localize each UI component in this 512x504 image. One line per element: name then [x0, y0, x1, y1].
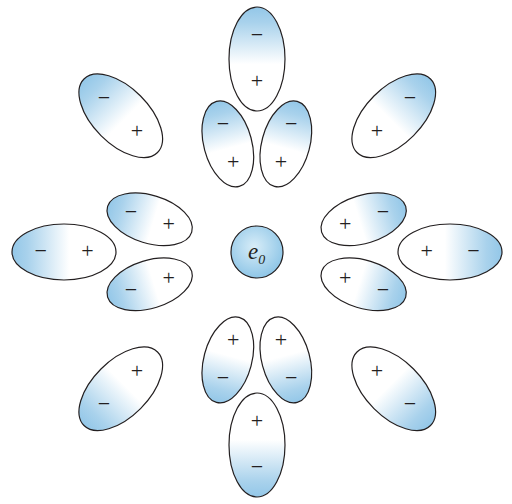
charge-sign: − [34, 240, 46, 262]
dipole-ellipse: +− [227, 391, 287, 499]
ellipse-outline [10, 222, 118, 282]
charge-sign: + [275, 151, 287, 173]
dipole-ellipse: −+ [227, 5, 287, 113]
charge-sign: − [251, 24, 263, 46]
dipole-ellipse: −+ [200, 99, 256, 189]
ellipse-outline [350, 72, 438, 160]
charge-sign: − [467, 240, 479, 262]
charge-circle: e₀ [229, 224, 285, 280]
dipole-ellipse: +− [258, 315, 314, 405]
charge-label: e₀ [248, 240, 266, 263]
ellipse-outline [319, 256, 408, 313]
dipole-ellipse: +− [105, 256, 194, 313]
charge-sign: + [251, 70, 263, 92]
charge-sign: + [131, 360, 143, 382]
ellipse-outline [227, 5, 287, 113]
ellipse-outline [77, 72, 165, 160]
charge-sign: + [371, 120, 383, 142]
charge-sign: − [217, 113, 229, 135]
ellipse-outline [396, 222, 504, 282]
charge-sign: − [98, 393, 110, 415]
charge-sign: − [125, 279, 137, 301]
ellipse-outline [350, 345, 438, 433]
charge-sign: + [371, 360, 383, 382]
ellipse-outline [105, 256, 194, 313]
charge-sign: − [251, 456, 263, 478]
charge-sign: − [404, 87, 416, 109]
charge-sign: − [377, 279, 389, 301]
ellipse-outline [105, 191, 194, 248]
charge-sign: + [163, 213, 175, 235]
charge-sign: + [420, 240, 432, 262]
dipole-ellipse: −+ [10, 222, 118, 282]
charge-sign: − [98, 87, 110, 109]
charge-sign: + [339, 213, 351, 235]
dipole-ellipse: −+ [105, 191, 194, 248]
charge-sign: + [339, 267, 351, 289]
dipole-ellipse: +− [396, 222, 504, 282]
ellipse-outline [319, 191, 408, 248]
dipole-ellipse: −+ [258, 99, 314, 189]
dipole-ellipse: +− [77, 345, 165, 433]
charge-sign: − [285, 113, 297, 135]
charge-sign: + [251, 410, 263, 432]
dipole-ellipse: +− [200, 315, 256, 405]
ellipse-outline [77, 345, 165, 433]
dipole-ellipse: +− [350, 345, 438, 433]
charge-sign: + [81, 240, 93, 262]
charge-sign: + [275, 329, 287, 351]
charge-sign: − [377, 201, 389, 223]
dipole-ellipse: −+ [77, 72, 165, 160]
charge-sign: − [285, 367, 297, 389]
charge-sign: − [217, 367, 229, 389]
dipole-ellipse: +− [319, 256, 408, 313]
charge-sign: − [125, 201, 137, 223]
charge-sign: + [131, 120, 143, 142]
charge-sign: − [404, 393, 416, 415]
charge-sign: + [227, 151, 239, 173]
charge-sign: + [227, 329, 239, 351]
dipole-ellipse: −+ [319, 191, 408, 248]
ellipse-outline [227, 391, 287, 499]
charge-sign: + [163, 267, 175, 289]
dipole-ellipse: −+ [350, 72, 438, 160]
